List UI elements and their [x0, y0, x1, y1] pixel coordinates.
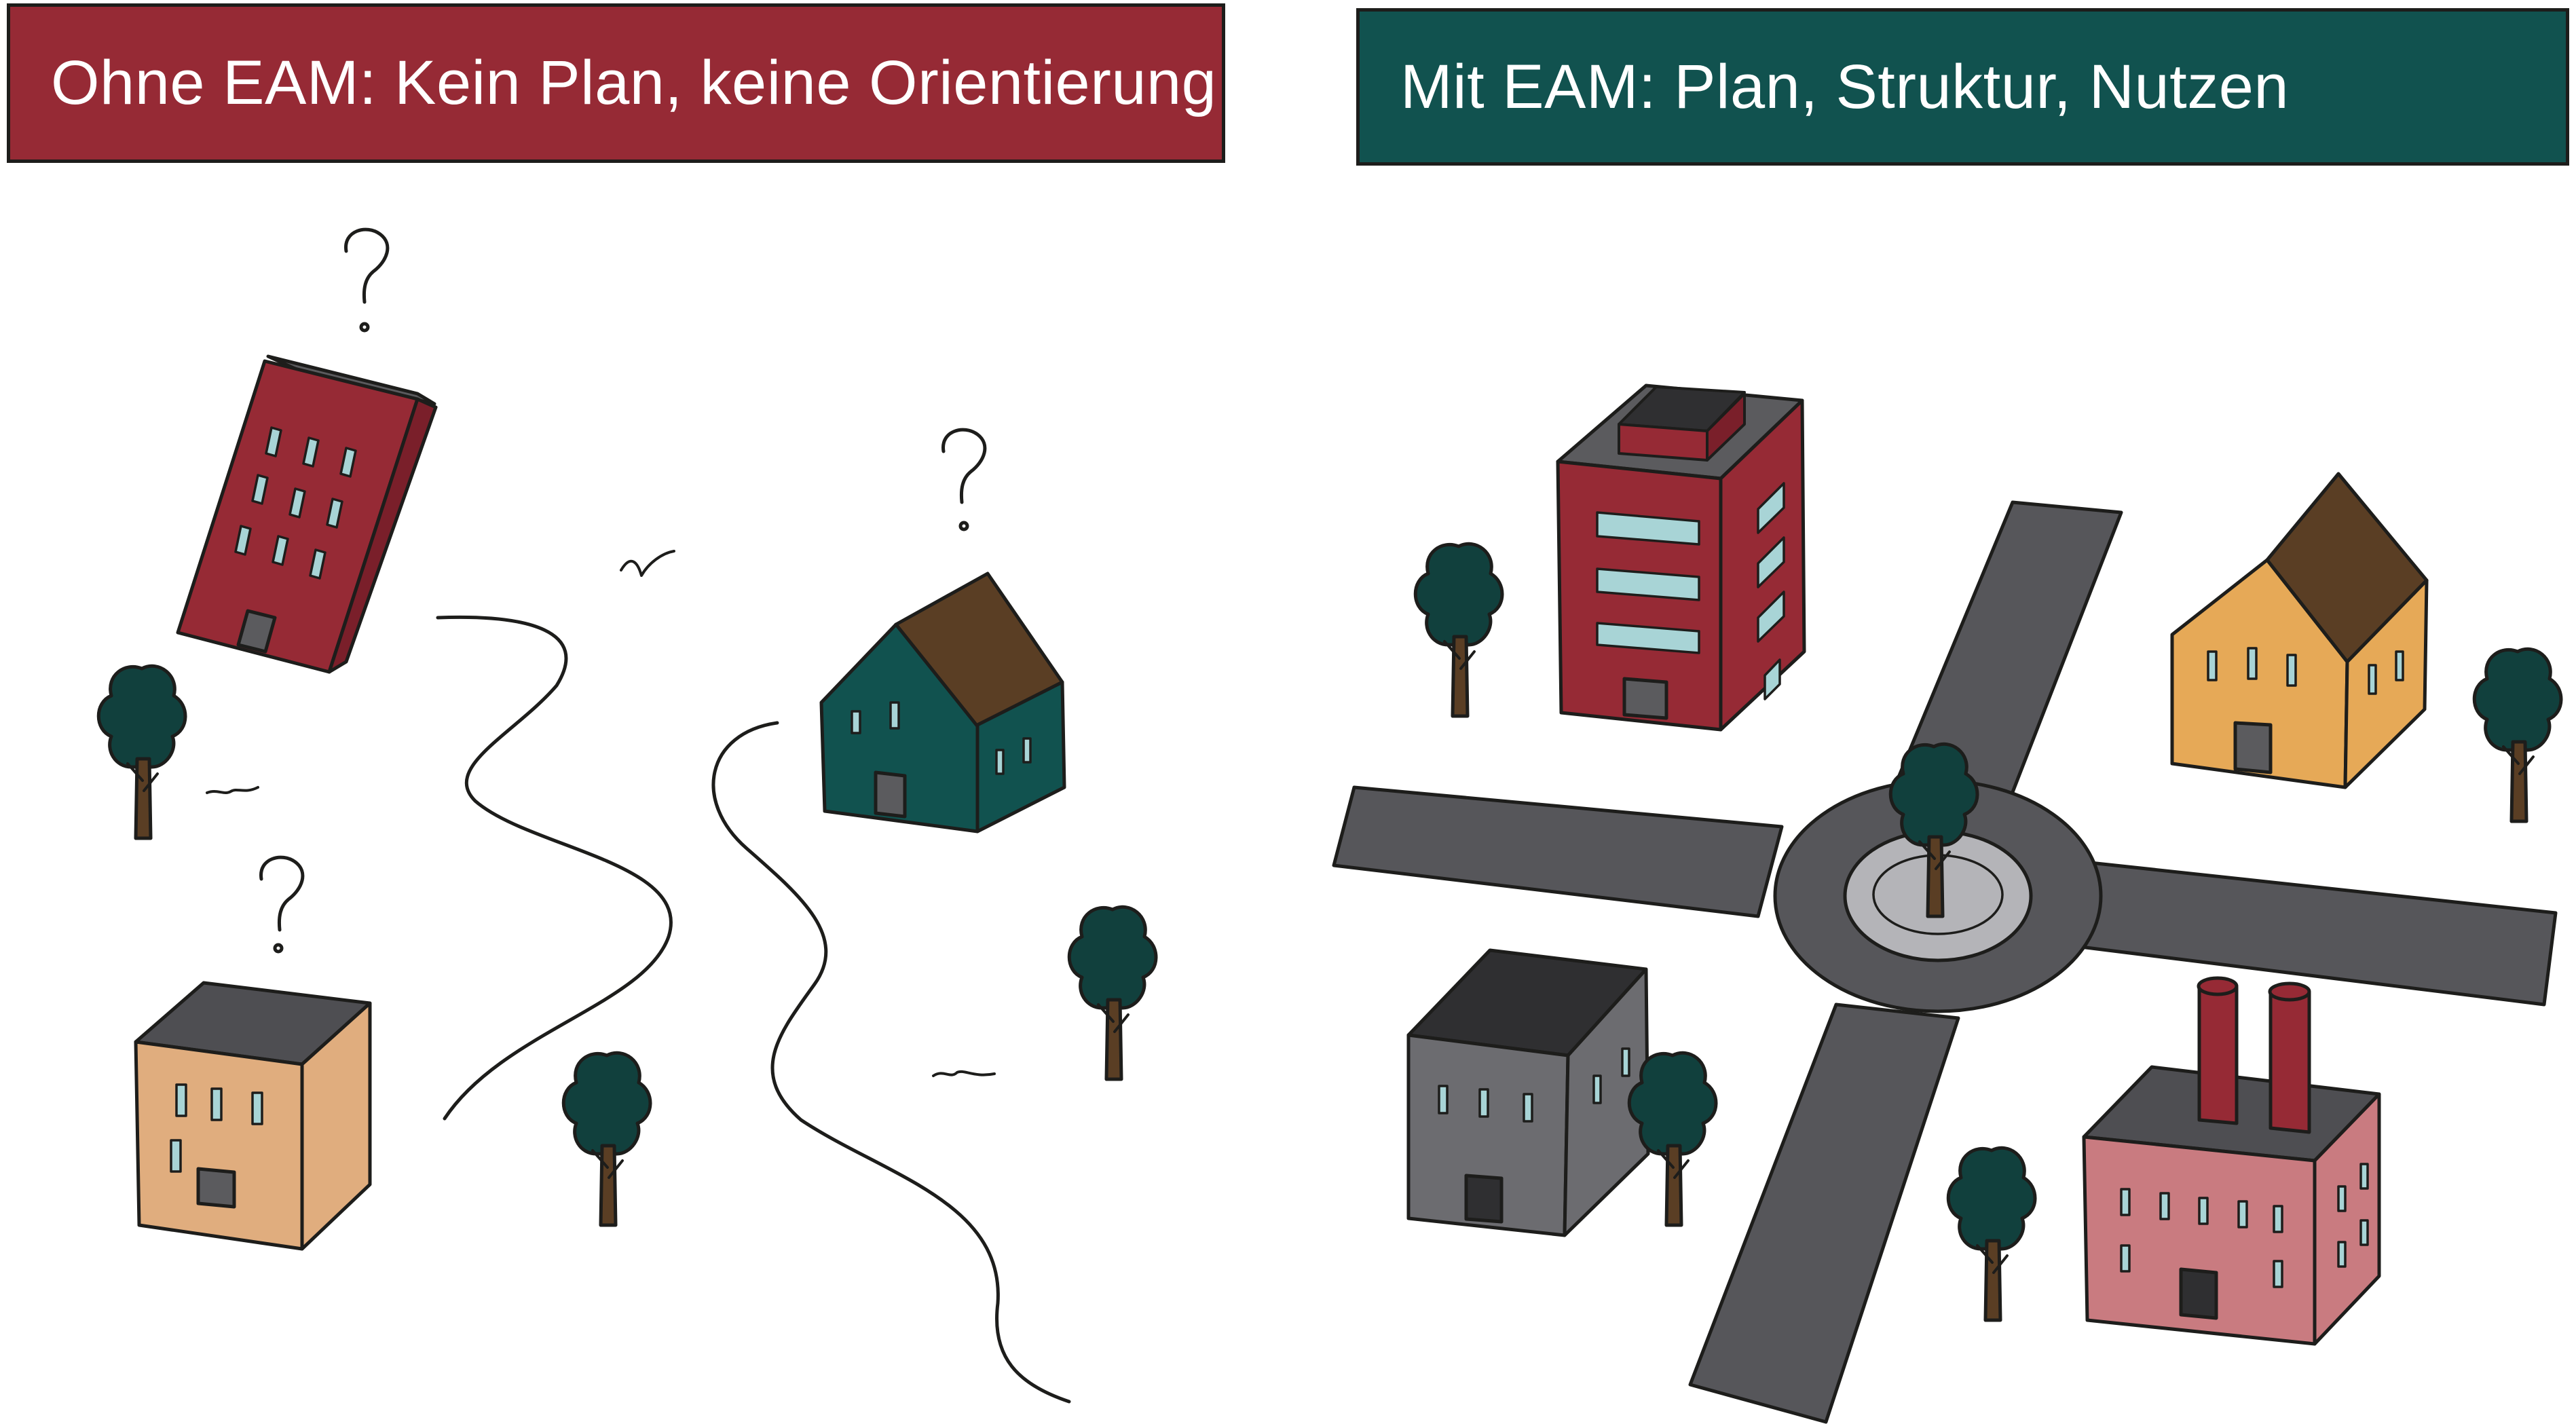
tree-icon	[1629, 1053, 1716, 1225]
building-icon	[134, 981, 372, 1251]
winding-path	[711, 721, 1071, 1404]
bird-icon	[206, 786, 259, 794]
building-icon	[1556, 383, 1806, 732]
tree-icon	[1948, 1148, 2035, 1320]
house-icon	[819, 572, 1066, 833]
question-mark-icon	[941, 428, 987, 531]
winding-path	[436, 615, 673, 1121]
road-icon	[1332, 500, 2558, 1424]
tree-icon	[98, 666, 185, 838]
tree-icon	[1415, 544, 1502, 716]
bird-icon	[620, 550, 675, 577]
right-panel-title: Mit EAM: Plan, Struktur, Nutzen	[1356, 8, 2569, 166]
left-panel-title: Ohne EAM: Kein Plan, keine Orientierung	[7, 3, 1225, 163]
building-icon	[1406, 948, 1650, 1237]
tree-icon	[1069, 907, 1156, 1079]
bird-icon	[932, 1070, 996, 1077]
chimney	[2197, 976, 2311, 1134]
question-mark-icon	[344, 227, 390, 333]
tree-icon	[563, 1053, 650, 1225]
house-icon	[2170, 472, 2429, 789]
question-mark-icon	[259, 855, 305, 954]
building-icon	[176, 354, 438, 674]
factory-icon	[2082, 976, 2381, 1346]
tree-icon	[2474, 649, 2561, 821]
